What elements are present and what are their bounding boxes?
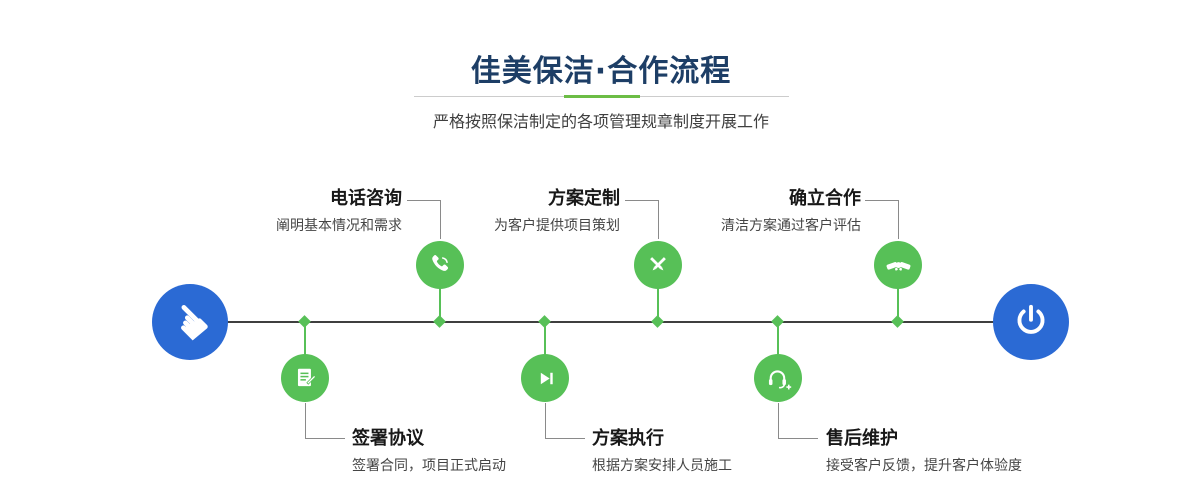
label-connector xyxy=(305,403,306,438)
step-text-execute: 方案执行 根据方案安排人员施工 xyxy=(592,428,732,475)
step-text-aftersale: 售后维护 接受客户反馈，提升客户体验度 xyxy=(826,428,1022,475)
timeline-node-diamond xyxy=(771,315,784,328)
step-title: 方案执行 xyxy=(592,428,664,449)
title-divider-accent xyxy=(563,95,640,98)
phone-icon xyxy=(427,252,453,278)
step-text-contract: 签署协议 签署合同，项目正式启动 xyxy=(352,428,506,475)
step-desc: 接受客户反馈，提升客户体验度 xyxy=(826,458,1022,474)
design-pencils-icon xyxy=(645,252,671,278)
step-title: 签署协议 xyxy=(352,428,424,449)
step-text-design: 方案定制 为客户提供项目策划 xyxy=(494,188,620,235)
branch-line xyxy=(439,288,441,322)
label-connector xyxy=(440,200,441,239)
page-title: 佳美保洁·合作流程 xyxy=(470,54,732,89)
label-connector xyxy=(625,200,658,201)
label-connector xyxy=(658,200,659,239)
label-connector xyxy=(898,200,899,239)
step-title: 电话咨询 xyxy=(330,188,402,209)
step-text-phone: 电话咨询 阐明基本情况和需求 xyxy=(276,188,402,235)
timeline-end-node xyxy=(993,284,1069,360)
step-title: 售后维护 xyxy=(826,428,898,449)
handshake-icon xyxy=(885,252,912,279)
step-desc: 清洁方案通过客户评估 xyxy=(721,218,861,234)
step-text-handshake: 确立合作 清洁方案通过客户评估 xyxy=(721,188,861,235)
pointing-hand-icon: ☚ xyxy=(156,288,224,356)
label-connector xyxy=(305,438,345,439)
play-icon xyxy=(533,366,558,391)
timeline-node-diamond xyxy=(538,315,551,328)
step-desc: 为客户提供项目策划 xyxy=(494,218,620,234)
branch-line xyxy=(304,322,306,355)
timeline-node-diamond xyxy=(298,315,311,328)
label-connector xyxy=(778,403,779,438)
page-subtitle: 严格按照保洁制定的各项管理规章制度开展工作 xyxy=(432,112,769,131)
title-divider xyxy=(414,95,789,98)
branch-line xyxy=(777,322,779,355)
step-title: 方案定制 xyxy=(548,188,620,209)
timeline-line xyxy=(190,321,1031,323)
step-circle-play xyxy=(521,354,569,402)
step-title: 确立合作 xyxy=(789,188,861,209)
label-connector xyxy=(407,200,440,201)
step-desc: 签署合同，项目正式启动 xyxy=(352,458,506,474)
step-circle-contract xyxy=(281,354,329,402)
timeline-node-diamond xyxy=(651,315,664,328)
step-circle-phone xyxy=(416,241,464,289)
label-connector xyxy=(778,438,818,439)
step-desc: 根据方案安排人员施工 xyxy=(592,458,732,474)
contract-icon xyxy=(292,365,318,391)
power-icon xyxy=(1013,302,1049,342)
timeline-node-diamond xyxy=(891,315,904,328)
branch-line xyxy=(897,288,899,322)
branch-line xyxy=(657,288,659,322)
branch-line xyxy=(544,322,546,355)
step-desc: 阐明基本情况和需求 xyxy=(276,218,402,234)
step-circle-handshake xyxy=(874,241,922,289)
label-connector xyxy=(545,438,585,439)
timeline-node-diamond xyxy=(433,315,446,328)
label-connector xyxy=(545,403,546,438)
step-circle-headset xyxy=(754,354,802,402)
headset-icon xyxy=(765,366,792,391)
step-circle-design xyxy=(634,241,682,289)
label-connector xyxy=(865,200,898,201)
timeline-start-node: ☚ xyxy=(152,284,228,360)
